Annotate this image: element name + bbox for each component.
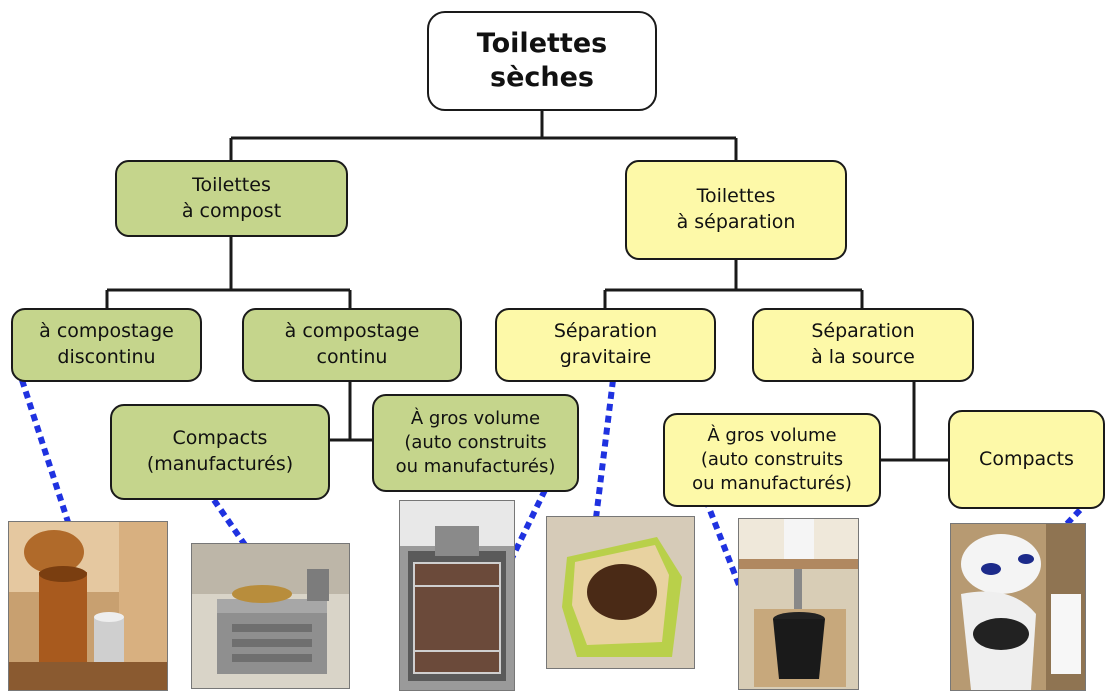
- node-gros-volume-separation: À gros volume (auto construits ou manufa…: [663, 413, 881, 507]
- node-compostage-discontinu: à compostage discontinu: [11, 308, 202, 382]
- photo-compost-discontinu: [8, 521, 168, 691]
- node-gros-volume-compost: À gros volume (auto construits ou manufa…: [372, 394, 579, 492]
- node-separation-gravitaire: Séparation gravitaire: [495, 308, 716, 382]
- photo-compacts-manufactures: [191, 543, 350, 689]
- photo-separation-gravitaire: [546, 516, 695, 669]
- photo-gros-volume-compost: [399, 500, 515, 691]
- photo-gros-volume-separation: [738, 518, 859, 690]
- node-compacts-manufactures: Compacts (manufacturés): [110, 404, 330, 500]
- node-toilettes-compost: Toilettes à compost: [115, 160, 348, 237]
- node-toilettes-separation: Toilettes à séparation: [625, 160, 847, 260]
- node-compacts-separation: Compacts: [948, 410, 1105, 509]
- root-node-toilettes-seches: Toilettes sèches: [427, 11, 657, 111]
- node-compostage-continu: à compostage continu: [242, 308, 462, 382]
- node-separation-source: Séparation à la source: [752, 308, 974, 382]
- photo-compacts-separation: [950, 523, 1086, 691]
